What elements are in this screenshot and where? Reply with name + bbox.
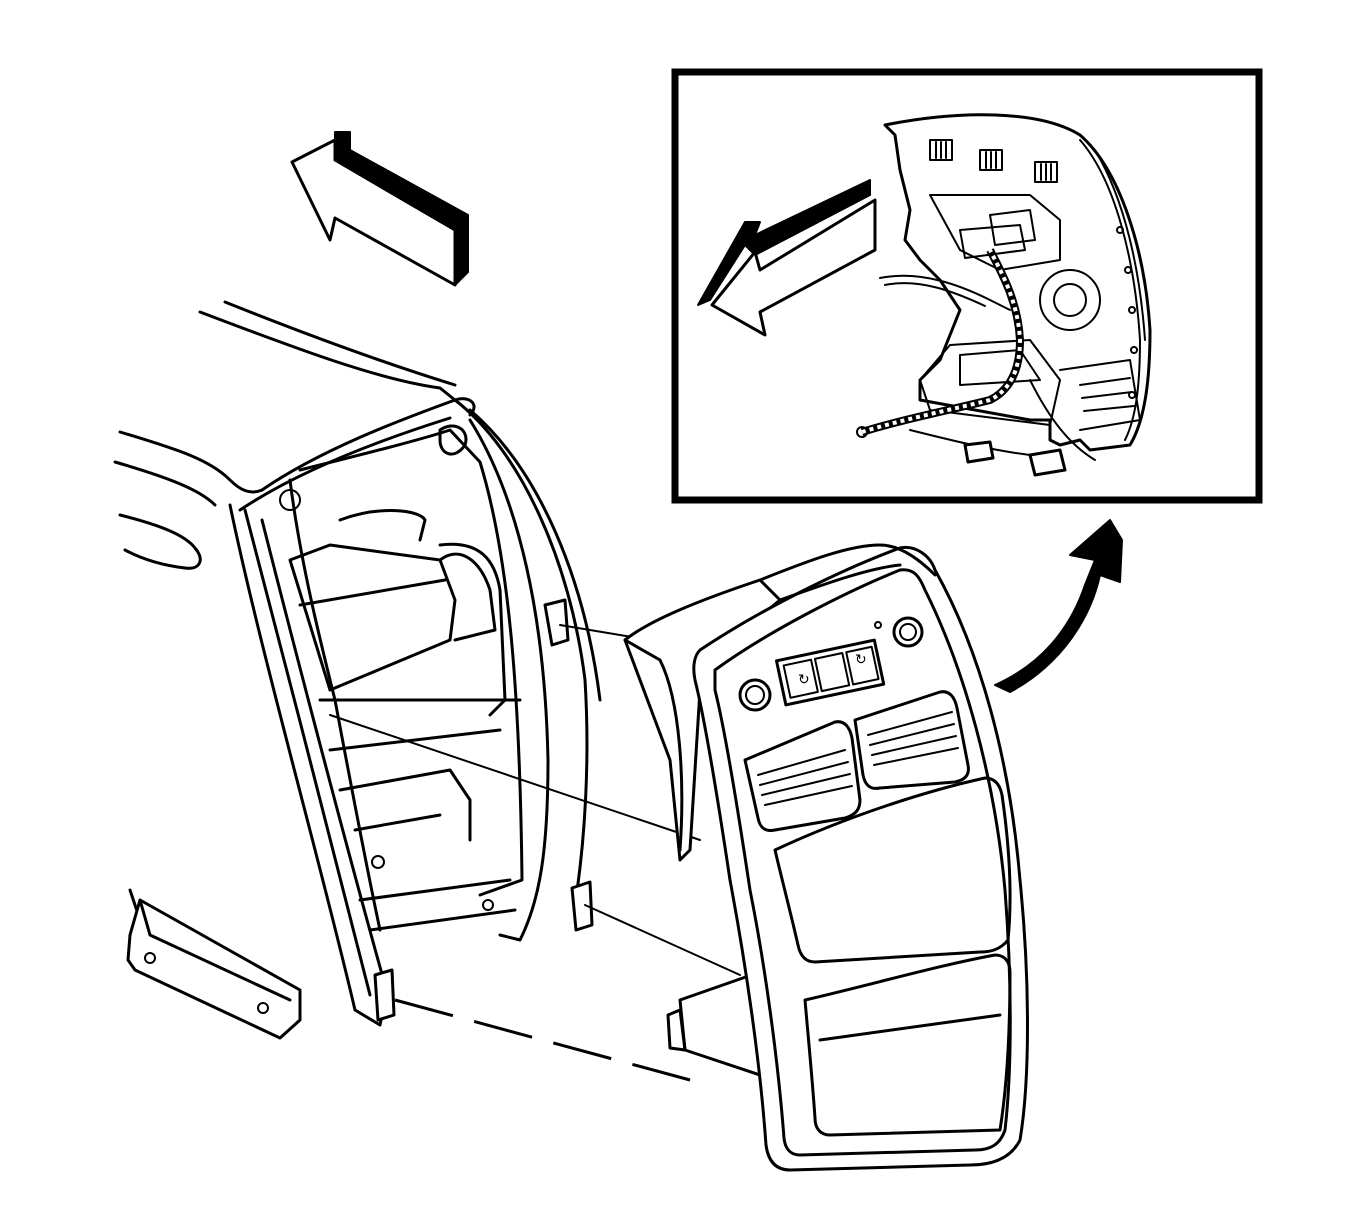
mounting-bracket	[126, 888, 302, 1040]
removal-direction-arrow-icon	[290, 131, 469, 287]
rotate-arrow-icon	[994, 519, 1123, 693]
svg-text:↻: ↻	[855, 652, 867, 668]
inset-detail-box	[671, 68, 1263, 504]
rear-control-bezel: ↻ ↻	[623, 543, 1029, 1172]
bezel-rear-view	[856, 113, 1152, 477]
instrument-panel	[113, 300, 602, 1027]
svg-text:↻: ↻	[798, 672, 810, 688]
removal-direction-arrow-icon-inset	[697, 179, 877, 337]
